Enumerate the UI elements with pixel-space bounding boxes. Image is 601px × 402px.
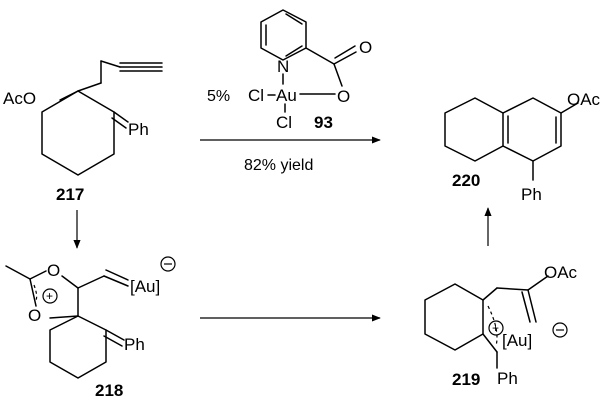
ph-label: Ph — [124, 335, 145, 354]
oxygen-label-bottom: O — [28, 306, 41, 325]
plus-charge: + — [492, 321, 499, 335]
compound-220: OAc Ph 220 — [444, 90, 601, 204]
compound-217: AcO Ph 217 — [3, 60, 163, 204]
aco-label: AcO — [3, 89, 36, 108]
ester-oxygen-label: O — [337, 87, 350, 106]
ph-label: Ph — [521, 185, 542, 204]
nitrogen-label: N — [277, 57, 289, 76]
chloride-left-label: Cl — [248, 86, 264, 105]
yield-label: 82% yield — [244, 157, 313, 174]
gold-label: [Au] — [502, 331, 532, 350]
compound-number: 219 — [452, 370, 480, 389]
chloride-bottom-label: Cl — [276, 113, 292, 132]
compound-number: 217 — [56, 185, 84, 204]
gold-label: [Au] — [130, 277, 160, 296]
catalyst-loading: 5% — [207, 88, 230, 105]
catalyst-number: 93 — [314, 113, 333, 132]
compound-number: 218 — [95, 381, 123, 400]
ph-label: Ph — [497, 369, 518, 388]
oac-label: OAc — [567, 90, 601, 109]
ph-label: Ph — [128, 120, 149, 139]
catalyst-93: O O N Au Cl Cl 5% 93 — [207, 9, 372, 132]
gold-label: Au — [276, 86, 297, 105]
compound-number: 220 — [452, 171, 480, 190]
oac-label: OAc — [544, 263, 578, 282]
oxygen-label-top: O — [47, 261, 60, 280]
compound-219: OAc + [Au] Ph 219 — [424, 263, 578, 389]
plus-charge: + — [46, 289, 53, 303]
compound-218: O O + [Au] Ph 218 — [5, 256, 176, 400]
carbonyl-oxygen-label: O — [359, 38, 372, 57]
